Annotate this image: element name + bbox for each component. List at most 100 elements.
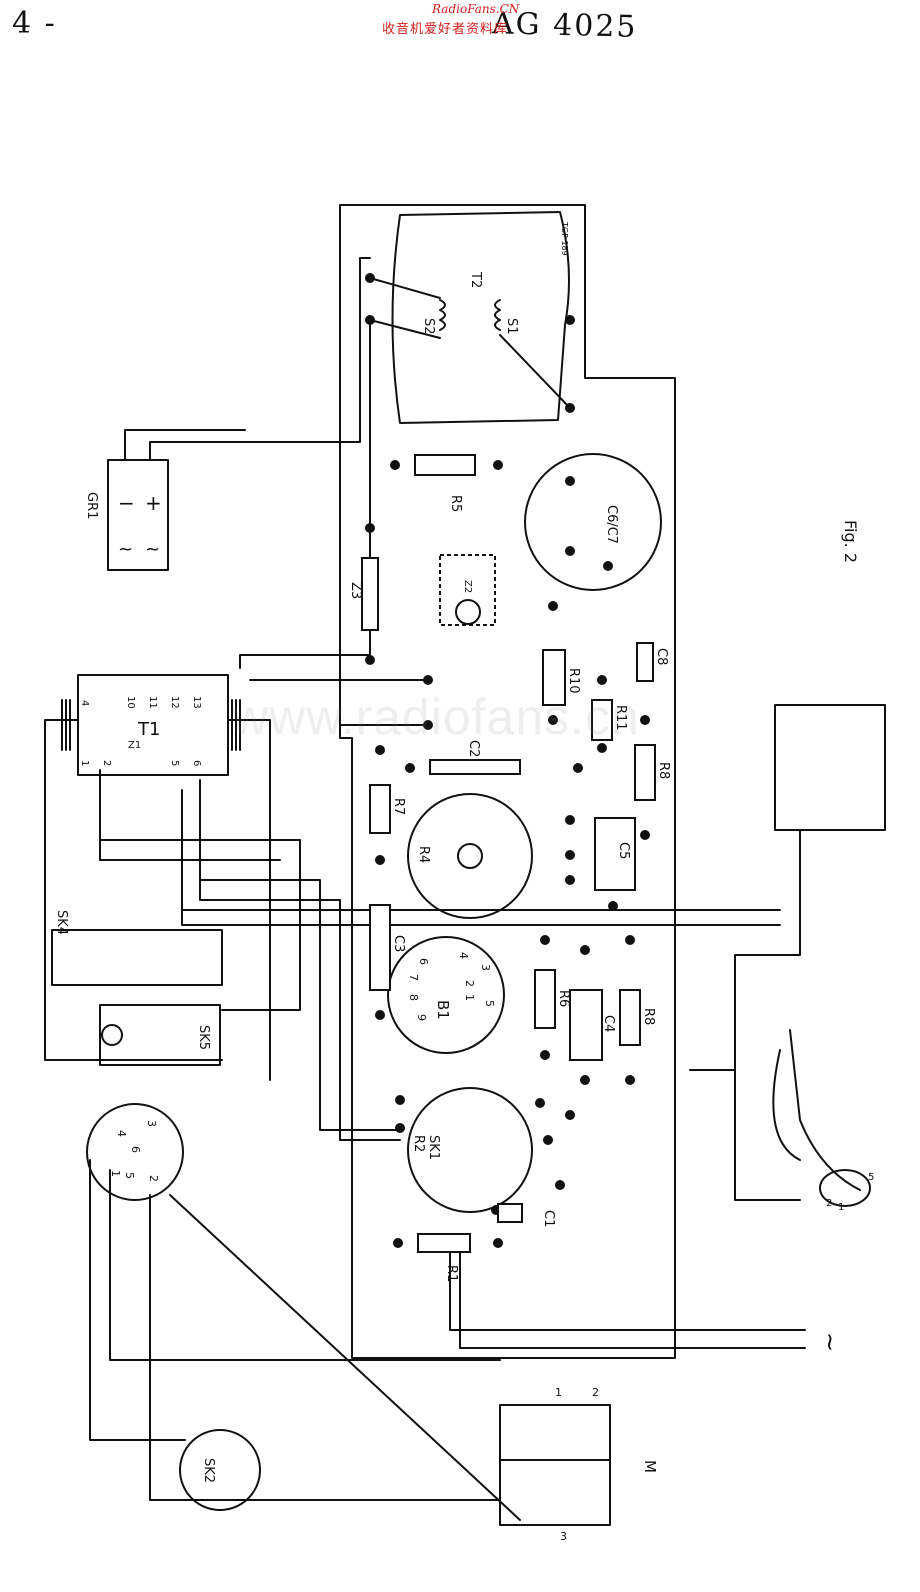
- label-c1: C1: [541, 1210, 556, 1227]
- label-c4: C4: [601, 1015, 616, 1032]
- label-gr1: GR1: [84, 492, 99, 519]
- label-tgp: TGP 189: [560, 221, 569, 256]
- site-watermark-cn: 收音机爱好者资料库: [382, 22, 509, 37]
- t1-pin-1: 1: [79, 760, 90, 766]
- t1-pin-6: 6: [191, 760, 202, 766]
- sk5-board: [99, 1004, 221, 1066]
- c4-capacitor: [569, 989, 603, 1061]
- label-c2: C2: [466, 740, 481, 757]
- t1-pin-11: 11: [147, 696, 158, 709]
- t1-pin-5: 5: [169, 760, 180, 766]
- b1-pin-1: 1: [463, 994, 476, 1001]
- sk2-socket: [179, 1429, 261, 1511]
- label-r4: R4: [416, 846, 431, 863]
- din-pin-5: 5: [123, 1172, 136, 1179]
- pickup-arm: [789, 1029, 861, 1191]
- label-r8b: R8: [641, 1008, 656, 1025]
- b1-pin-6: 6: [417, 958, 430, 965]
- sk1-socket: [407, 1087, 533, 1213]
- r4-potentiometer: [407, 793, 533, 919]
- label-sk2: SK2: [201, 1458, 216, 1483]
- t1-pin-2: 2: [101, 760, 112, 766]
- t1-core-right: [231, 699, 241, 751]
- label-s2: S2: [421, 318, 436, 335]
- label-r11: R11: [613, 705, 628, 731]
- r7-resistor: [369, 784, 391, 834]
- b1-pin-7: 7: [407, 974, 420, 981]
- b1-valve-socket: [387, 936, 505, 1054]
- pcb-outline: [339, 204, 676, 1359]
- r8b-resistor: [619, 989, 641, 1046]
- figure-label: Fig. 2: [841, 520, 860, 563]
- b1-pin-2: 2: [463, 980, 476, 987]
- label-t1: T1: [137, 719, 160, 740]
- label-sk5: SK5: [196, 1025, 211, 1050]
- label-t2: T2: [468, 271, 483, 288]
- c3-capacitor: [369, 904, 391, 991]
- label-r2: R2: [411, 1135, 426, 1152]
- r11-resistor: [591, 699, 613, 741]
- t1-core-left: [61, 699, 71, 751]
- label-z3: Z3: [348, 582, 363, 599]
- c2-capacitor: [429, 759, 521, 775]
- r1-resistor: [417, 1233, 471, 1253]
- t2-transformer-body: [391, 211, 570, 424]
- label-r1: R1: [444, 1265, 459, 1282]
- m-pin-1: 1: [555, 1386, 562, 1399]
- din-pin-2: 2: [147, 1175, 160, 1182]
- s1-winding-icon: [494, 299, 501, 331]
- c1-capacitor: [497, 1203, 523, 1223]
- din-pin-3: 3: [145, 1120, 158, 1127]
- r8-resistor: [634, 744, 656, 801]
- page-number: 4 -: [12, 6, 57, 41]
- din-socket: [86, 1103, 184, 1201]
- pickup-cartridge: [819, 1169, 871, 1207]
- cart-pin-5: 5: [868, 1172, 874, 1183]
- watermark: www.radiofans.cn: [232, 689, 640, 745]
- label-z1: Z1: [128, 740, 141, 751]
- label-minus: −: [118, 491, 135, 515]
- label-r8: R8: [656, 762, 671, 779]
- s2-winding-icon: [439, 299, 446, 331]
- b1-pin-8: 8: [407, 994, 420, 1001]
- r5-resistor: [414, 454, 476, 476]
- label-c3: C3: [391, 935, 406, 952]
- t1-pin-12: 12: [169, 696, 180, 709]
- c6c7-capacitor: [524, 453, 662, 591]
- gr1-rectifier: [107, 459, 169, 571]
- label-motor: M: [641, 1460, 659, 1473]
- t1-pin-10: 10: [125, 696, 136, 709]
- label-ac-1: ~: [118, 539, 133, 560]
- cart-pin-2: 2: [826, 1198, 832, 1209]
- c8-capacitor: [636, 642, 654, 682]
- m-pin-3: 3: [560, 1530, 567, 1543]
- label-plus: +: [145, 491, 162, 515]
- motor: [499, 1404, 611, 1526]
- c5-capacitor: [594, 817, 636, 891]
- m-pin-2: 2: [592, 1386, 599, 1399]
- label-mains: ~: [816, 1332, 844, 1352]
- site-watermark-latin: RadioFans.CN: [432, 2, 520, 16]
- din-pin-4: 4: [115, 1130, 128, 1137]
- label-z2: Z2: [462, 580, 473, 593]
- r10-resistor: [542, 649, 566, 706]
- label-r7: R7: [391, 798, 406, 815]
- t1-pin-13: 13: [191, 696, 202, 709]
- label-ac-2: ~: [145, 539, 160, 560]
- label-sk1: SK1: [426, 1135, 441, 1160]
- sk4-board: [51, 929, 223, 986]
- b1-pin-4: 4: [457, 952, 470, 959]
- b1-pin-9: 9: [415, 1014, 428, 1021]
- label-b1: B1: [434, 1000, 452, 1020]
- t1-pin-4: 4: [79, 700, 90, 706]
- din-pin-6: 6: [129, 1146, 142, 1153]
- b1-pin-3: 3: [479, 964, 492, 971]
- r6-resistor: [534, 969, 556, 1029]
- b1-pin-5: 5: [483, 1000, 496, 1007]
- t1-transformer: [77, 674, 229, 776]
- din-pin-1: 1: [109, 1170, 122, 1177]
- label-c8: C8: [654, 648, 669, 665]
- label-c5: C5: [616, 842, 631, 859]
- r4-shaft: [457, 843, 483, 869]
